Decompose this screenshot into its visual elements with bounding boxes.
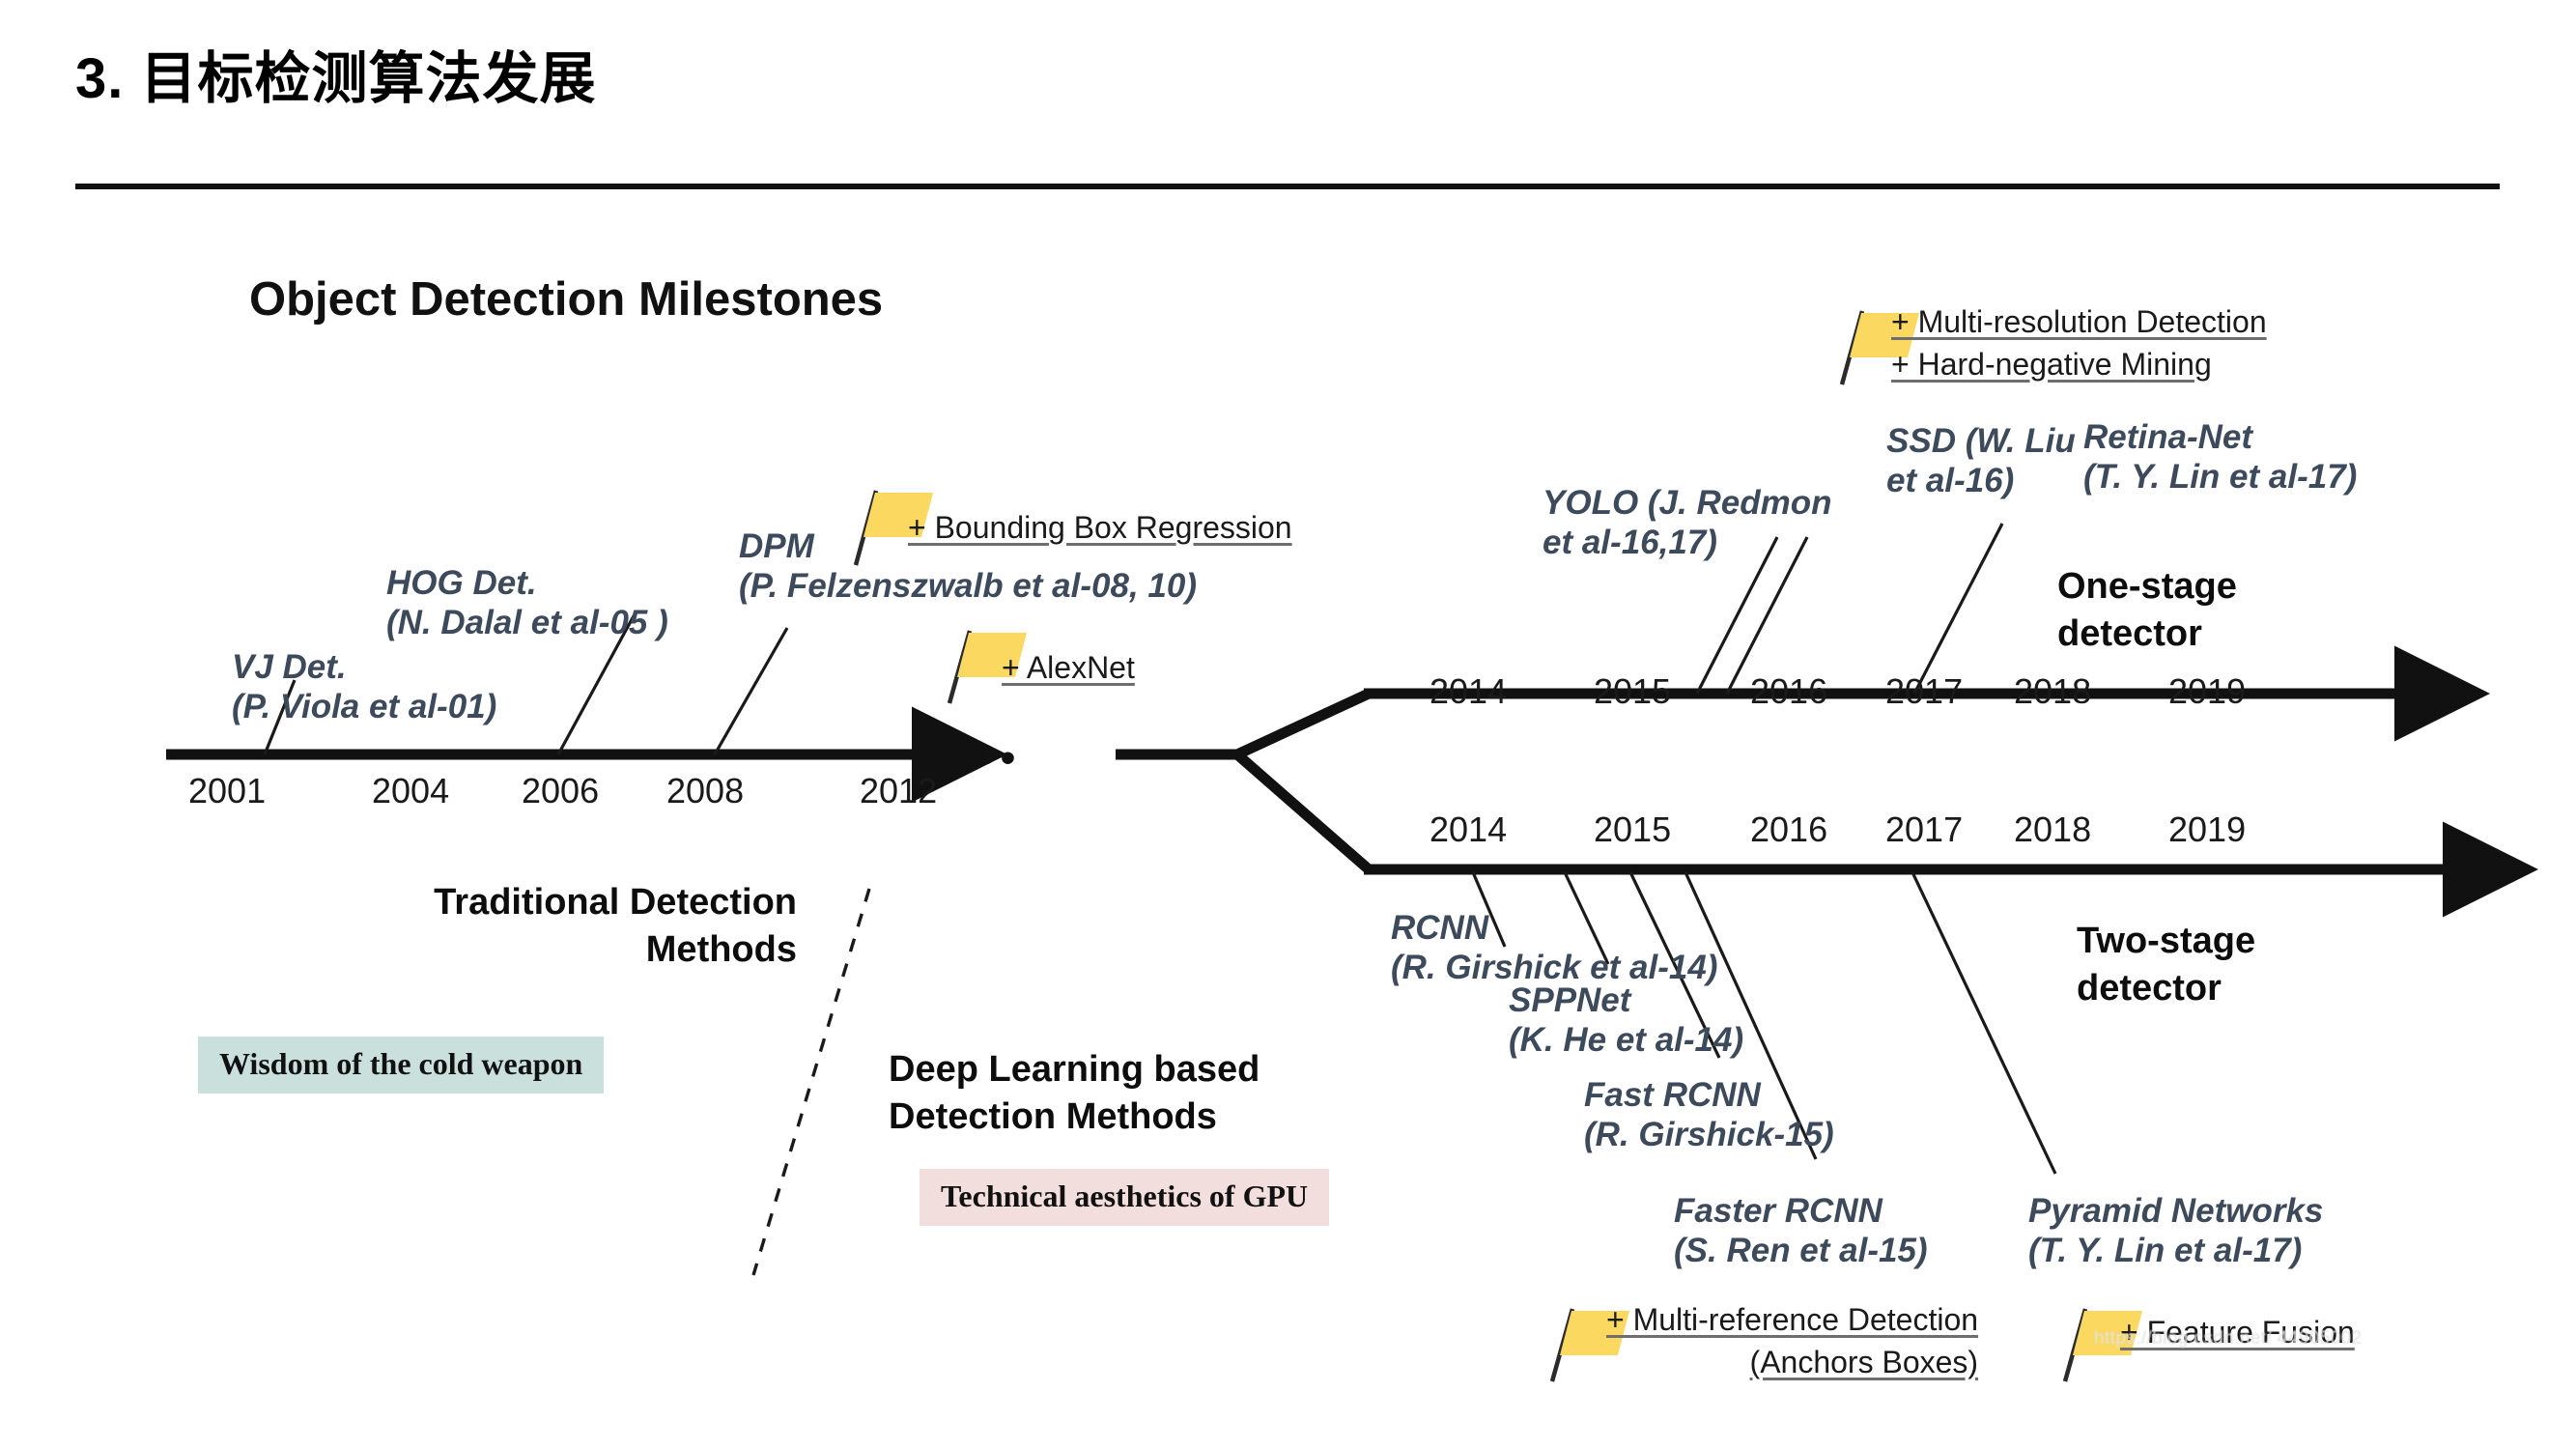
milestone-vj-det: VJ Det. (P. Viola et al-01) — [232, 648, 497, 726]
one-stage-year-2019: 2019 — [2168, 671, 2247, 711]
milestone-fast-rcnn: Fast RCNN (R. Girshick-15) — [1584, 1076, 1834, 1154]
two-stage-year-2017: 2017 — [1885, 810, 1964, 849]
caption-gpu: Technical aesthetics of GPU — [920, 1169, 1330, 1226]
feature-note-line: + AlexNet — [1002, 650, 1135, 685]
year-label-2008: 2008 — [666, 771, 745, 810]
caption-cold-weapon: Wisdom of the cold weapon — [198, 1037, 605, 1094]
page-title: 3. 目标检测算法发展 — [75, 47, 597, 110]
section-deep-learning-detection: Deep Learning based Detection Methods — [889, 1049, 1260, 1137]
year-label-2004: 2004 — [372, 771, 450, 810]
feature-note-line: (Anchors Boxes) — [1749, 1344, 1979, 1379]
milestone-hog-det: HOG Det. (N. Dalal et al-05 ) — [386, 564, 668, 642]
feature-note-line: + Multi-resolution Detection — [1891, 304, 2267, 339]
one-stage-year-2017: 2017 — [1885, 671, 1964, 711]
feature-note-line: + Feature Fusion — [2120, 1315, 2355, 1350]
label-one-stage-detector: One-stage detector — [2057, 566, 2237, 655]
feature-note-alexnet: + AlexNet — [1002, 647, 1135, 690]
two-stage-year-2015: 2015 — [1594, 810, 1672, 849]
one-stage-year-2014: 2014 — [1430, 671, 1508, 711]
two-stage-year-2019: 2019 — [2168, 810, 2247, 849]
milestone-rcnn: RCNN (R. Girshick et al-14) — [1391, 909, 1718, 987]
figure-title: Object Detection Milestones — [249, 273, 884, 326]
milestone-pyramid-networks: Pyramid Networks (T. Y. Lin et al-17) — [2028, 1192, 2324, 1270]
one-stage-year-2016: 2016 — [1750, 671, 1828, 711]
milestone-yolo: YOLO (J. Redmon et al-16,17) — [1543, 484, 1832, 562]
title-divider — [75, 184, 2500, 189]
year-label-2001: 2001 — [188, 771, 267, 810]
label-two-stage-detector: Two-stage detector — [2077, 921, 2256, 1009]
year-label-2012: 2012 — [860, 771, 938, 810]
milestone-faster-rcnn: Faster RCNN (S. Ren et al-15) — [1674, 1192, 1928, 1270]
feature-note-line: + Multi-reference Detection — [1606, 1302, 1979, 1337]
milestone-sppnet: SPPNet (K. He et al-14) — [1509, 981, 1744, 1060]
feature-note-multi-reference: + Multi-reference Detection (Anchors Box… — [1606, 1299, 1978, 1383]
milestone-ssd: SSD (W. Liu et al-16) — [1886, 422, 2076, 500]
one-stage-year-2015: 2015 — [1594, 671, 1672, 711]
timeline-fork — [1116, 689, 1373, 874]
one-stage-year-2018: 2018 — [2014, 671, 2092, 711]
two-stage-year-2014: 2014 — [1430, 810, 1508, 849]
section-traditional-detection: Traditional Detection Methods — [434, 882, 797, 970]
feature-note-multi-resolution: + Multi-resolution Detection + Hard-nega… — [1891, 301, 2267, 385]
feature-note-line: + Bounding Box Regression — [908, 510, 1292, 545]
year-label-2006: 2006 — [522, 771, 600, 810]
feature-note-line: + Hard-negative Mining — [1891, 346, 2212, 382]
feature-note-bounding-box: + Bounding Box Regression — [908, 507, 1292, 550]
timeline-ellipsis: ••• — [959, 734, 1022, 781]
watermark-text: https://blog.csdn.net/ 44905002 — [2094, 1328, 2363, 1349]
milestone-retina-net: Retina-Net (T. Y. Lin et al-17) — [2083, 418, 2358, 497]
two-stage-year-2016: 2016 — [1750, 810, 1828, 849]
feature-note-feature-fusion: + Feature Fusion — [2120, 1312, 2355, 1354]
milestone-dpm: DPM (P. Felzenszwalb et al-08, 10) — [739, 527, 1197, 606]
two-stage-year-2018: 2018 — [2014, 810, 2092, 849]
